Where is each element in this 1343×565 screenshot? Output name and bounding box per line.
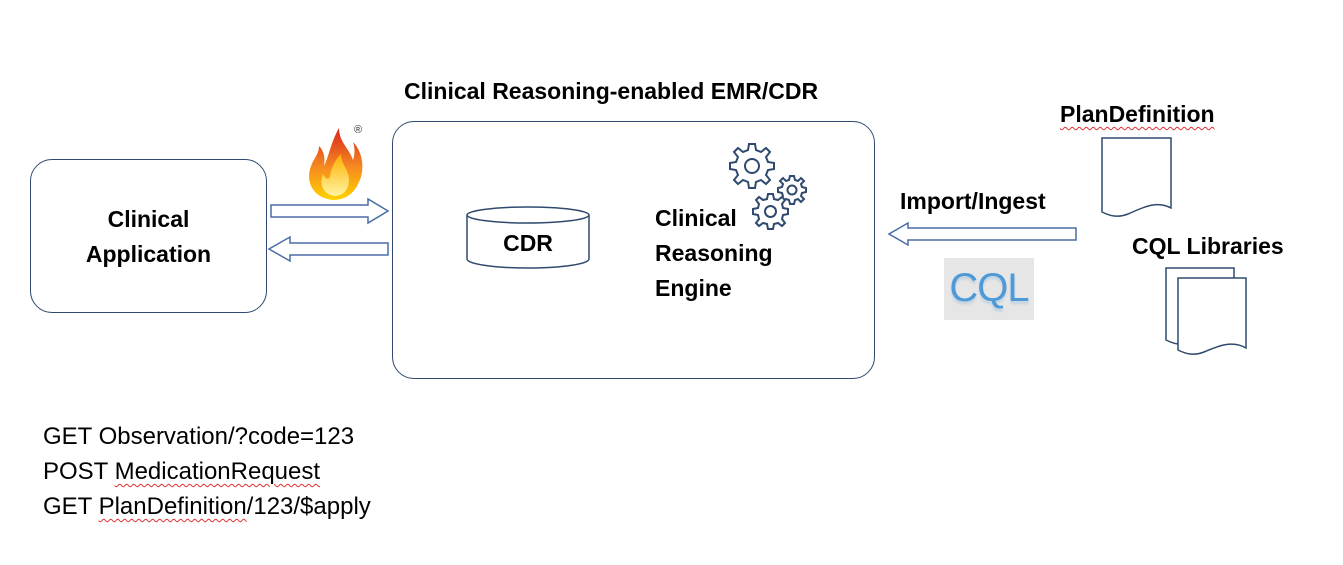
clinical-application-label: Clinical Application <box>85 206 212 267</box>
clinical-reasoning-engine-label: Clinical Reasoning Engine <box>655 205 773 301</box>
cdr-label: CDR <box>503 230 553 256</box>
registered-mark: ® <box>354 124 363 136</box>
emr-title: Clinical Reasoning-enabled EMR/CDR <box>404 78 819 104</box>
request-line-medication-request: POST MedicationRequest <box>43 458 321 485</box>
cql-libraries-label: CQL Libraries <box>1132 233 1284 259</box>
request-line-plan-definition-apply: GET PlanDefinition/123/$apply <box>43 493 371 520</box>
fhir-flame-logo <box>309 128 363 200</box>
cdr-database-cylinder <box>466 206 590 269</box>
import-ingest-label: Import/Ingest <box>900 188 1046 214</box>
request-line-observation: GET Observation/?code=123 <box>43 423 355 450</box>
response-arrow-left <box>267 235 389 263</box>
cql-logo-text: CQL <box>949 266 1029 310</box>
example-requests: GET Observation/?code=123 POST Medicatio… <box>43 419 371 524</box>
gears-icon <box>729 143 807 230</box>
clinical-application-box: Clinical Application <box>30 159 267 313</box>
cql-logo: CQL <box>944 258 1034 320</box>
plan-definition-document-icon <box>1101 137 1172 217</box>
import-ingest-arrow <box>887 221 1077 247</box>
request-arrow-right <box>270 197 390 225</box>
plan-definition-label: PlanDefinition <box>1060 101 1215 127</box>
cql-libraries-documents-icon <box>1165 267 1247 355</box>
